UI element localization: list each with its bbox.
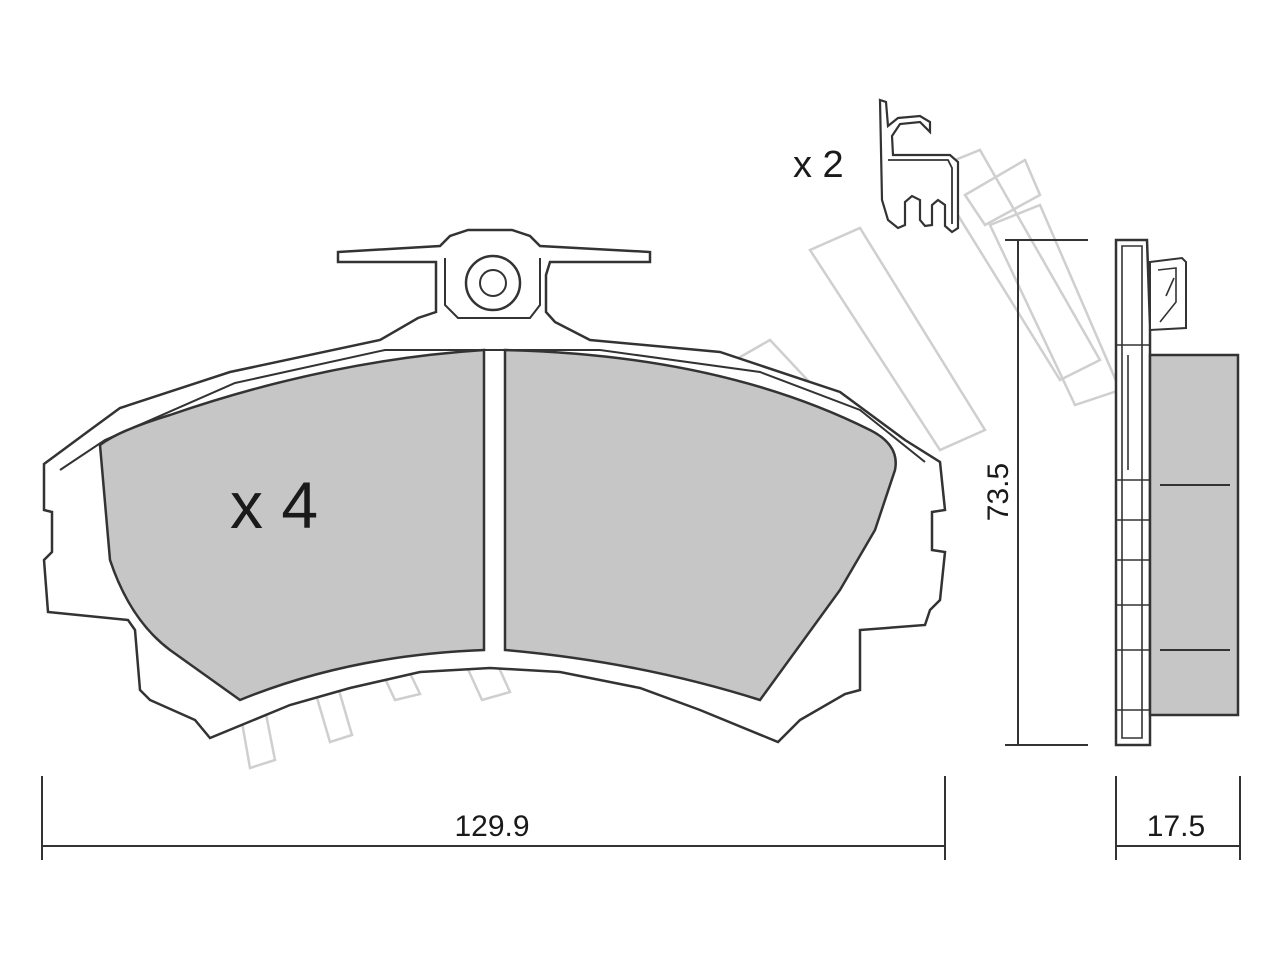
side-backing-plate	[1114, 238, 1152, 747]
friction-material	[98, 348, 486, 702]
dimension-width-label: 129.9	[454, 810, 529, 843]
retaining-clip: x 2	[793, 98, 960, 234]
pad-quantity-label: x 4	[230, 468, 318, 542]
dimension-thickness	[1115, 776, 1241, 860]
dimension-height-label: 73.5	[982, 463, 1015, 521]
clip-drawing	[878, 98, 960, 234]
brake-pad-front-view: x 4	[42, 228, 947, 744]
dimension-height	[1005, 239, 1088, 746]
dimension-width	[41, 776, 946, 860]
side-clip	[1149, 256, 1187, 332]
clip-quantity-label: x 2	[793, 144, 844, 186]
dimension-thickness-label: 17.5	[1147, 810, 1205, 843]
side-friction-material	[1148, 353, 1240, 717]
brake-pad-side-view	[1114, 238, 1240, 747]
